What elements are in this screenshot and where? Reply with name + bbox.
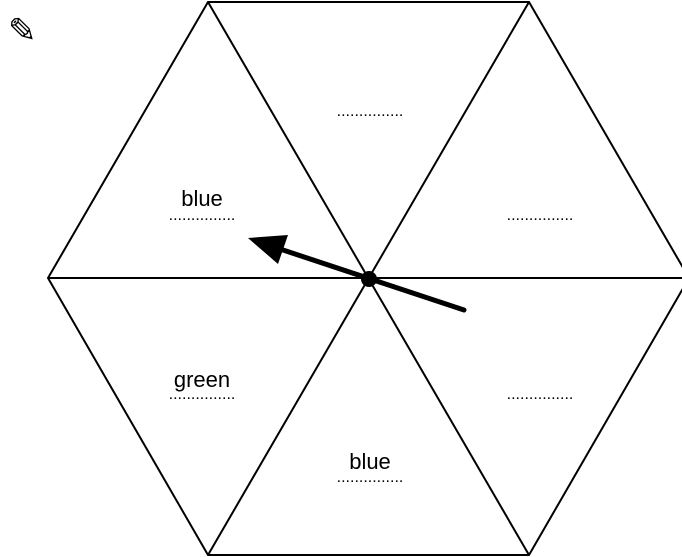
segment-blank-lower-left: ............... xyxy=(169,386,236,403)
segment-label-bottom: blue xyxy=(349,449,391,474)
spinner-pivot xyxy=(361,271,377,287)
segment-label-lower-left: green xyxy=(174,367,230,392)
segment-blank-upper-right: ............... xyxy=(507,207,574,224)
pencil-icon: ✎ xyxy=(8,11,37,51)
segment-blank-lower-right: ............... xyxy=(507,386,574,403)
arrow-head xyxy=(248,235,288,264)
segment-blank-upper-left: ............... xyxy=(169,207,236,224)
pencil-glyph: ✎ xyxy=(8,11,37,51)
segment-label-upper-left: blue xyxy=(181,186,223,211)
segment-blank-top: ............... xyxy=(337,103,404,120)
spinner-arrow xyxy=(248,235,467,313)
segment-blank-bottom: ............... xyxy=(337,469,404,486)
